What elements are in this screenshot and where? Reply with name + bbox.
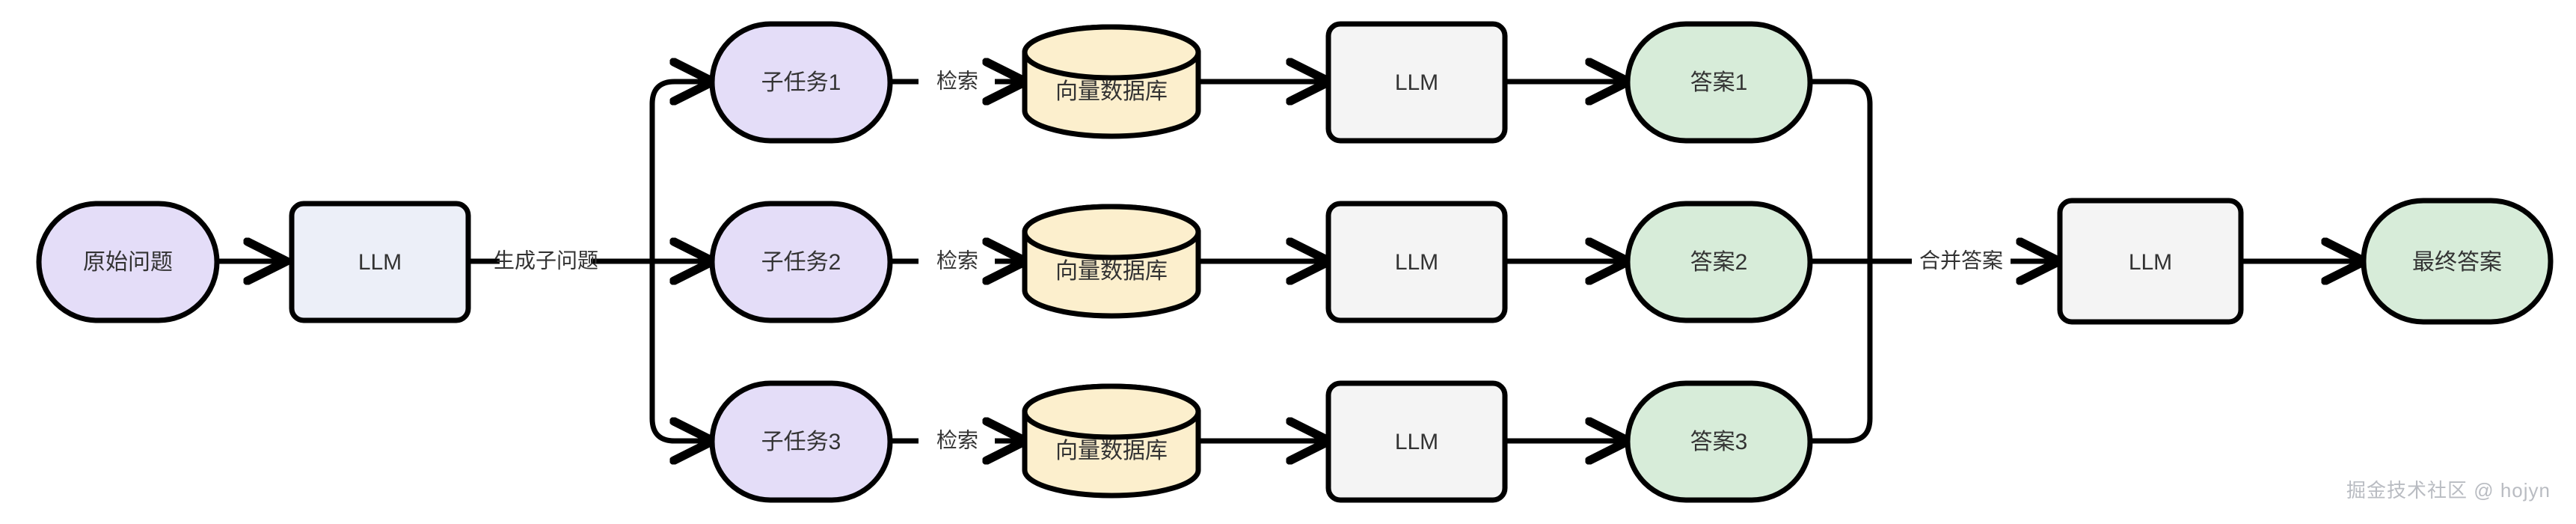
node-answer-2-label: 答案2 <box>1690 250 1748 275</box>
node-llm-merge-shape <box>2057 198 2244 325</box>
node-vector-db-3-label: 向量数据库 <box>1055 439 1168 463</box>
node-answer-3[interactable]: 答案3 <box>1625 380 1813 503</box>
node-final-answer[interactable]: 最终答案 <box>2361 198 2554 325</box>
edge-label-merge-answers: 合并答案 <box>1919 249 2003 272</box>
node-llm-2-shape <box>1325 201 1508 323</box>
node-vector-db-2[interactable]: 向量数据库 <box>1022 204 1201 319</box>
edge-answer3-to-merge <box>1810 261 1873 444</box>
node-subtask-2[interactable]: 子任务2 <box>709 201 893 323</box>
node-vector-db-1-top <box>1022 24 1201 81</box>
node-original-question[interactable]: 原始问题 <box>36 201 220 323</box>
node-subtask-1-shape <box>709 21 893 144</box>
edge-label-generate-subquestions: 生成子问题 <box>494 249 598 272</box>
node-answer-1-shape <box>1625 21 1813 144</box>
edge-branch-to-subtask-1 <box>649 82 709 261</box>
node-vector-db-1[interactable]: 向量数据库 <box>1022 24 1201 139</box>
edge-answer1-to-merge <box>1810 79 1873 261</box>
node-subtask-3-label: 子任务3 <box>761 430 841 454</box>
node-answer-3-label: 答案3 <box>1690 430 1748 454</box>
node-subtask-2-label: 子任务2 <box>761 250 841 275</box>
node-llm-merge[interactable]: LLM <box>2057 198 2244 325</box>
node-original-question-label: 原始问题 <box>83 250 173 275</box>
node-vector-db-2-label: 向量数据库 <box>1055 259 1168 284</box>
node-final-answer-shape <box>2361 198 2554 325</box>
node-llm-3-label: LLM <box>1395 430 1438 454</box>
node-llm-split[interactable]: LLM <box>289 201 471 323</box>
node-answer-2[interactable]: 答案2 <box>1625 201 1813 323</box>
node-vector-db-3[interactable]: 向量数据库 <box>1022 383 1201 499</box>
node-subtask-3[interactable]: 子任务3 <box>709 380 893 503</box>
node-subtask-1-label: 子任务1 <box>761 70 841 95</box>
watermark: 掘金技术社区 @ hojyn <box>2346 479 2551 502</box>
node-answer-3-shape <box>1625 380 1813 503</box>
node-subtask-3-shape <box>709 380 893 503</box>
edge-label-retrieve-1: 检索 <box>936 69 978 92</box>
node-llm-2[interactable]: LLM <box>1325 201 1508 323</box>
node-answer-2-shape <box>1625 201 1813 323</box>
node-answer-1[interactable]: 答案1 <box>1625 21 1813 144</box>
node-vector-db-3-top <box>1022 383 1201 440</box>
node-subtask-2-shape <box>709 201 893 323</box>
node-vector-db-2-top <box>1022 204 1201 261</box>
node-llm-2-label: LLM <box>1395 250 1438 275</box>
node-llm-1-shape <box>1325 21 1508 144</box>
node-subtask-1[interactable]: 子任务1 <box>709 21 893 144</box>
node-vector-db-1-label: 向量数据库 <box>1055 79 1168 104</box>
node-llm-3[interactable]: LLM <box>1325 380 1508 503</box>
node-llm-merge-label: LLM <box>2129 250 2172 275</box>
node-llm-split-shape <box>289 201 471 323</box>
node-answer-1-label: 答案1 <box>1690 70 1748 95</box>
node-final-answer-label: 最终答案 <box>2412 250 2502 275</box>
node-llm-3-shape <box>1325 380 1508 503</box>
node-llm-1[interactable]: LLM <box>1325 21 1508 144</box>
edge-label-retrieve-2: 检索 <box>936 249 978 272</box>
node-llm-split-label: LLM <box>358 250 402 275</box>
edge-branch-to-subtask-3 <box>649 261 709 441</box>
node-llm-1-label: LLM <box>1395 70 1438 95</box>
edge-label-retrieve-3: 检索 <box>936 428 978 451</box>
node-original-question-shape <box>36 201 220 323</box>
